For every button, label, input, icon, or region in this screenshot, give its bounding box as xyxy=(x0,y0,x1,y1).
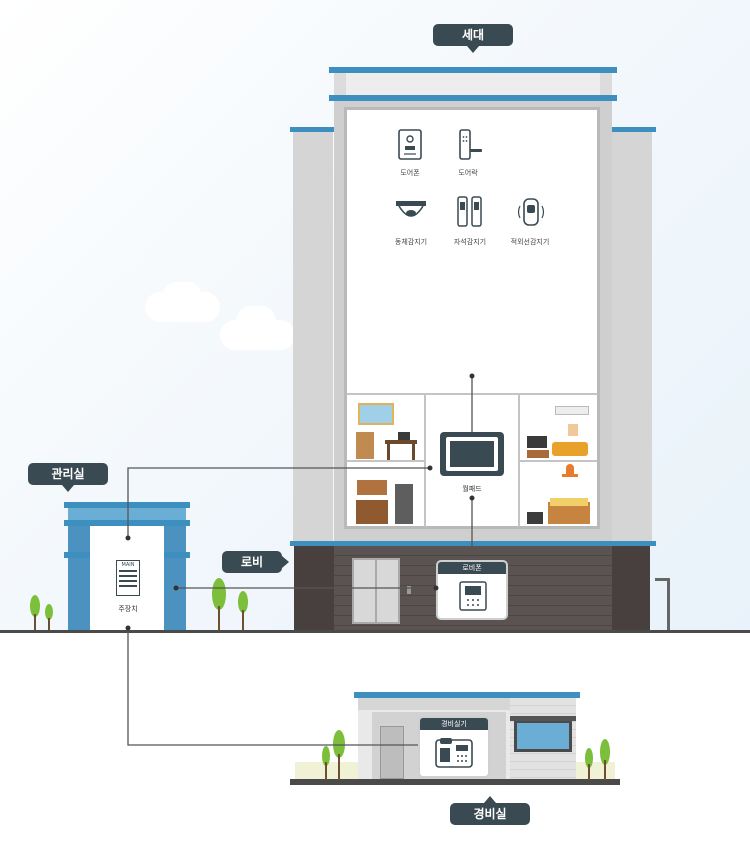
door-phone-label: 도어폰 xyxy=(400,169,420,177)
tree-icon xyxy=(322,730,345,780)
lobby-tag-label: 로비 xyxy=(240,555,264,569)
guardroom-tag: 경비실 xyxy=(450,796,530,825)
door-lock-icon xyxy=(459,129,482,160)
ground-line xyxy=(0,630,750,633)
lobby-phone-header xyxy=(438,562,506,574)
magnetic-sensor-label: 자석감지기 xyxy=(453,238,487,246)
tree-icon xyxy=(212,578,248,632)
management-office-tag: 관리실 xyxy=(28,463,108,492)
cloud xyxy=(236,306,276,336)
wallpad-label: 월패드 xyxy=(462,485,482,493)
lobby-phone-icon xyxy=(459,581,487,611)
lobby-tag: 로비 xyxy=(222,551,289,573)
guardroom-tag-label: 경비실 xyxy=(473,807,507,821)
infrared-sensor-icon xyxy=(517,198,545,226)
motion-sensor-icon xyxy=(396,201,426,217)
guard-phone-icon xyxy=(435,738,473,768)
main-unit xyxy=(116,560,140,596)
main-unit-badge: MAIN xyxy=(121,562,135,568)
street-lamp xyxy=(667,580,670,632)
door-phone-icon xyxy=(398,129,422,160)
magnetic-sensor-icon xyxy=(457,196,482,227)
lobby-phone-label: 로비폰 xyxy=(462,564,482,572)
tree-icon xyxy=(30,595,53,632)
motion-sensor-label: 동체감지기 xyxy=(394,238,428,246)
main-unit-label: 주장치 xyxy=(118,605,138,613)
infrared-sensor-label: 적외선감지기 xyxy=(510,238,550,246)
door-lock-label: 도어락 xyxy=(458,169,478,177)
tree-icon xyxy=(585,739,610,780)
cloud xyxy=(162,282,202,312)
household-tag: 세대 xyxy=(433,24,513,53)
guard-unit-header xyxy=(420,718,488,730)
management-office-tag-label: 관리실 xyxy=(51,467,85,481)
household-tag-label: 세대 xyxy=(461,28,485,42)
guard-unit-label: 경비실기 xyxy=(441,720,467,728)
